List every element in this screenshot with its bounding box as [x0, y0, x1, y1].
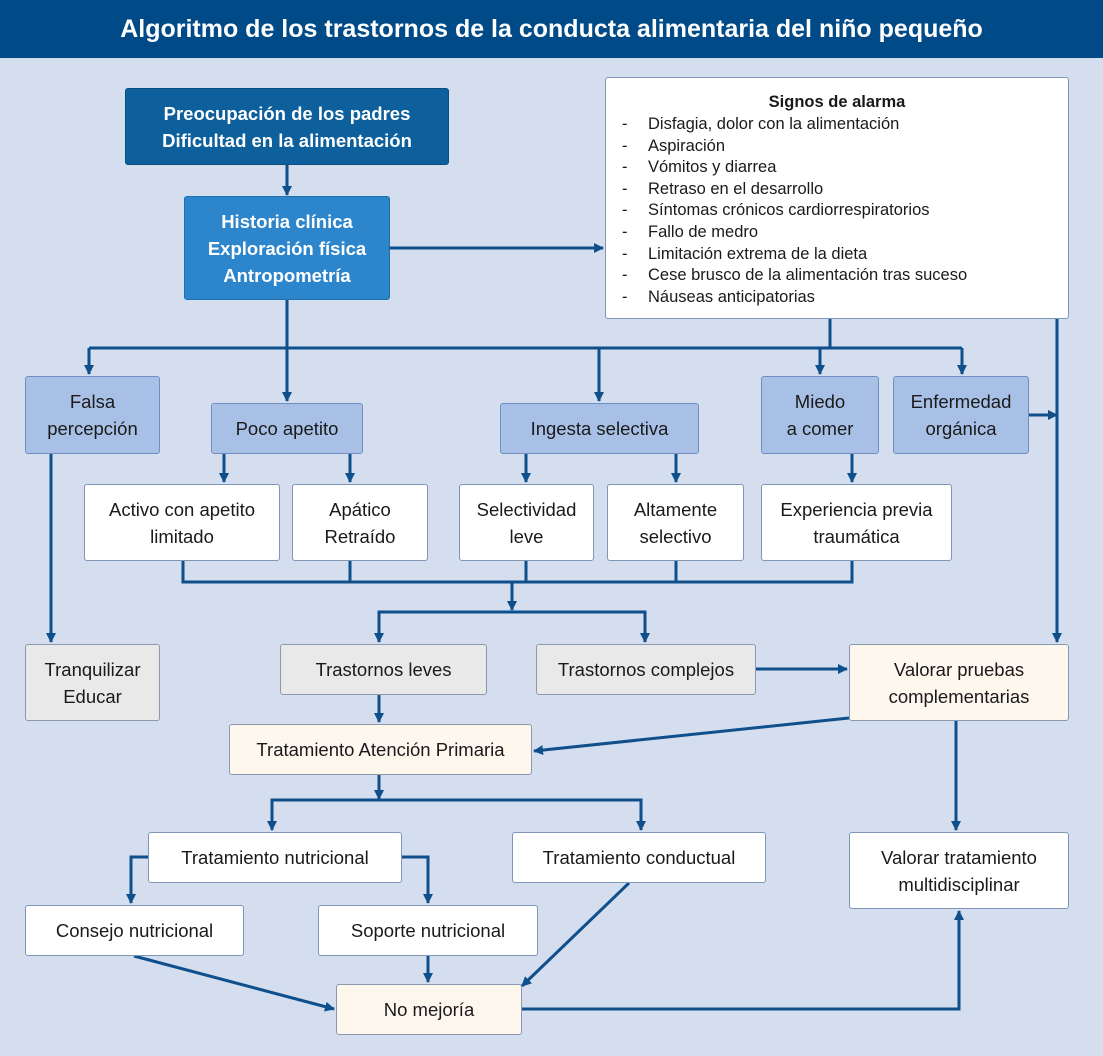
alarm-signs-box: Signos de alarma Disfagia, dolor con la … — [605, 77, 1069, 319]
node-label-line: leve — [509, 525, 544, 547]
node-label-line: Activo con apetito — [108, 498, 256, 520]
multidisciplinary-treatment-box: Valorar tratamiento multidisciplinar — [849, 832, 1069, 909]
node-label-line: Preocupación de los padres — [163, 102, 411, 124]
diagram-title: Algoritmo de los trastornos de la conduc… — [120, 14, 983, 43]
node-label-line: percepción — [47, 418, 138, 439]
connector-line — [377, 610, 647, 642]
connector-arrow — [133, 954, 335, 1012]
node-label-line: multidisciplinar — [898, 873, 1020, 895]
node-label-line: complementarias — [888, 685, 1030, 707]
nutritional-support-box: Soporte nutricional — [318, 905, 538, 956]
node-label-line: Valorar pruebas — [893, 658, 1025, 680]
node-label-line: Educar — [63, 685, 122, 707]
node-label-line: Retraído — [324, 525, 396, 547]
node-label-line: Trastornos complejos — [557, 659, 735, 680]
alarm-signs-title: Signos de alarma — [768, 93, 906, 111]
mild-selectivity-box: Selectividad leve — [459, 484, 594, 561]
node-label-line: Historia clínica — [221, 210, 353, 232]
false-perception-box: Falsa percepción — [25, 376, 160, 454]
connector-line — [181, 561, 854, 584]
node-label-line: traumática — [813, 525, 900, 547]
alarm-signs-list: Disfagia, dolor con la alimentaciónAspir… — [622, 114, 1068, 308]
node-label-line: Selectividad — [476, 498, 577, 520]
connector-line — [270, 798, 643, 830]
fear-of-eating-box: Miedo a comer — [761, 376, 879, 454]
node-label-line: No mejoría — [383, 999, 475, 1020]
nutritional-advice-box: Consejo nutricional — [25, 905, 244, 956]
title-bar: Algoritmo de los trastornos de la conduc… — [0, 0, 1103, 58]
mild-disorders-box: Trastornos leves — [280, 644, 487, 695]
connector-arrow — [402, 855, 433, 904]
node-label-line: Antropometría — [223, 264, 351, 286]
complementary-tests-box: Valorar pruebas complementarias — [849, 644, 1069, 721]
node-label-line: Dificultad en la alimentación — [162, 129, 412, 151]
node-label-line: limitado — [150, 525, 214, 547]
complex-disorders-box: Trastornos complejos — [536, 644, 756, 695]
node-label-line: Apático — [329, 498, 391, 520]
node-label-line: Soporte nutricional — [350, 920, 506, 941]
connector-arrow — [520, 881, 631, 988]
node-label-line: Miedo — [794, 391, 846, 412]
node-label-line: Tranquilizar — [44, 658, 141, 680]
node-label-line: Falsa — [69, 391, 116, 412]
alarm-sign-item: Fallo de medro — [622, 222, 1068, 244]
alarm-sign-item: Vómitos y diarrea — [622, 157, 1068, 179]
connector-arrow — [126, 855, 148, 904]
alarm-sign-item: Síntomas crónicos cardiorrespiratorios — [622, 200, 1068, 222]
alarm-sign-item: Aspiración — [622, 136, 1068, 158]
alarm-sign-item: Retraso en el desarrollo — [622, 179, 1068, 201]
low-appetite-box: Poco apetito — [211, 403, 363, 454]
nutritional-treatment-box: Tratamiento nutricional — [148, 832, 402, 883]
node-label-line: Tratamiento nutricional — [181, 847, 369, 868]
node-label-line: Experiencia previa — [780, 498, 933, 520]
node-label-line: a comer — [786, 418, 854, 439]
primary-care-treatment-box: Tratamiento Atención Primaria — [229, 724, 532, 775]
node-label-line: selectivo — [639, 525, 712, 547]
no-improvement-box: No mejoría — [336, 984, 522, 1035]
alarm-sign-item: Disfagia, dolor con la alimentación — [622, 114, 1068, 136]
node-label-line: Tratamiento conductual — [542, 847, 736, 868]
node-label-line: Tratamiento Atención Primaria — [256, 739, 505, 760]
selective-intake-box: Ingesta selectiva — [500, 403, 699, 454]
node-label-line: Altamente — [633, 498, 718, 520]
connector-arrow — [522, 910, 964, 1011]
traumatic-experience-box: Experiencia previa traumática — [761, 484, 952, 561]
node-label-line: Poco apetito — [235, 418, 339, 439]
organic-disease-box: Enfermedad orgánica — [893, 376, 1029, 454]
highly-selective-box: Altamente selectivo — [607, 484, 744, 561]
node-label-line: Exploración física — [207, 237, 367, 259]
behavioral-treatment-box: Tratamiento conductual — [512, 832, 766, 883]
alarm-sign-item: Limitación extrema de la dieta — [622, 244, 1068, 266]
alarm-sign-item: Cese brusco de la alimentación tras suce… — [622, 265, 1068, 287]
node-label-line: orgánica — [925, 418, 997, 439]
node-label-line: Trastornos leves — [315, 659, 452, 680]
node-label-line: Ingesta selectiva — [530, 418, 669, 439]
connector-arrow — [533, 716, 850, 756]
active-limited-appetite-box: Activo con apetito limitado — [84, 484, 280, 561]
node-label-line: Valorar tratamiento — [881, 846, 1037, 868]
alarm-sign-item: Náuseas anticipatorias — [622, 287, 1068, 309]
node-label-line: Consejo nutricional — [55, 920, 214, 941]
node-label-line: Enfermedad — [910, 391, 1012, 412]
